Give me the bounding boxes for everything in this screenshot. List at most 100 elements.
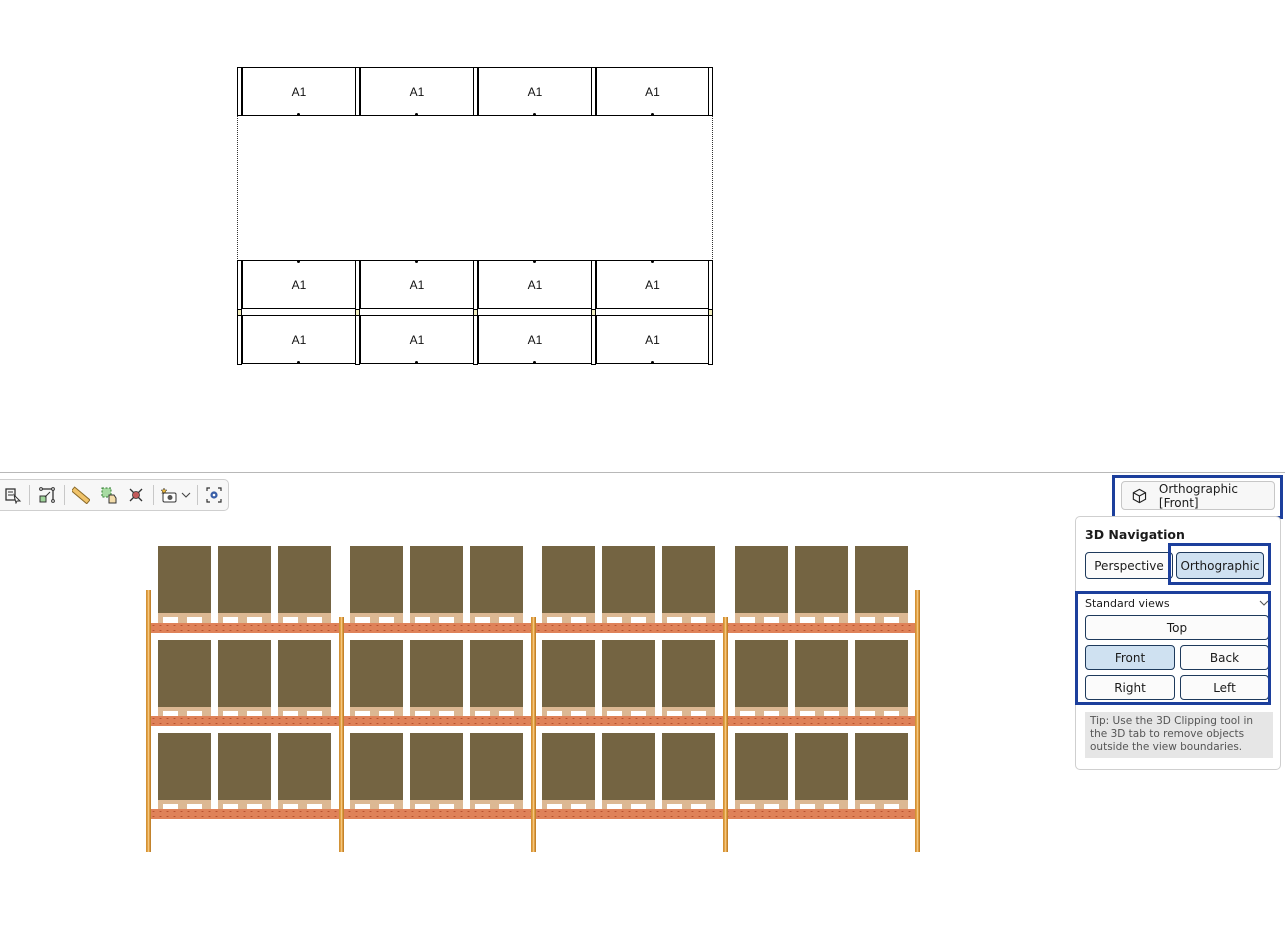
rack-upright	[339, 617, 344, 852]
pallet-opening	[667, 617, 682, 625]
pallet-opening	[860, 711, 875, 719]
bay-label: A1	[291, 332, 307, 347]
pallet-opening	[379, 711, 394, 719]
pallet-opening	[740, 617, 755, 625]
bay-label: A1	[409, 84, 425, 99]
view-left-button[interactable]: Left	[1180, 675, 1269, 700]
standard-views-label: Standard views	[1085, 597, 1170, 610]
pallet-opening	[187, 711, 202, 719]
load-box	[278, 733, 331, 800]
measure-tool-button[interactable]	[71, 483, 92, 507]
load-box	[795, 640, 848, 707]
load-box	[278, 640, 331, 707]
copy-tool-button[interactable]	[98, 483, 119, 507]
pallet-opening	[247, 804, 262, 812]
pallet-opening	[607, 711, 622, 719]
bay-middle-2[interactable]: A1	[360, 260, 474, 309]
pallet	[735, 613, 788, 625]
dimension-tool-button[interactable]	[36, 483, 57, 507]
view-toolbar	[0, 479, 229, 511]
load-box	[218, 546, 271, 613]
pallet-opening	[163, 804, 178, 812]
pallet-opening	[740, 804, 755, 812]
pallet-opening	[547, 617, 562, 625]
view-splitter[interactable]	[0, 472, 1285, 473]
toolbar-separator	[196, 485, 198, 505]
anchor-dot	[651, 260, 654, 263]
pallet-opening	[475, 711, 490, 719]
pallet-opening	[415, 617, 430, 625]
pallet-opening	[475, 617, 490, 625]
pallet	[410, 613, 463, 625]
bay-bottom-4[interactable]: A1	[596, 315, 709, 364]
anchor-dot	[651, 113, 654, 116]
pallet	[795, 613, 848, 625]
load-box	[542, 733, 595, 800]
load-box	[542, 546, 595, 613]
snapshot-dropdown-button[interactable]	[160, 483, 191, 507]
3d-viewport[interactable]	[0, 473, 1070, 939]
view-mode-label: Orthographic [Front]	[1158, 481, 1238, 510]
select-tool-button[interactable]	[2, 483, 23, 507]
pallet	[542, 613, 595, 625]
bay-middle-4[interactable]: A1	[596, 260, 709, 309]
bay-bottom-3[interactable]: A1	[478, 315, 592, 364]
row-spacer	[237, 309, 242, 316]
pallet-opening	[307, 617, 322, 625]
dimension-icon	[39, 487, 55, 503]
bay-label: A1	[527, 84, 543, 99]
toolbar-separator	[152, 485, 154, 505]
rack-upright	[531, 617, 536, 852]
pallet-opening	[764, 617, 779, 625]
aisle-area	[237, 116, 713, 261]
pallet-opening	[631, 804, 646, 812]
pallet	[350, 613, 403, 625]
bay-bottom-2[interactable]: A1	[360, 315, 474, 364]
plan-view-canvas[interactable]: A1 A1 A1 A1 A1 A1 A1 A1 A1 A1 A1 A1	[0, 0, 1285, 472]
bay-top-1[interactable]: A1	[242, 67, 356, 116]
bay-top-3[interactable]: A1	[478, 67, 592, 116]
focus-target-icon	[206, 487, 222, 503]
anchor-dot	[533, 113, 536, 116]
anchor-dot	[651, 361, 654, 364]
bay-middle-1[interactable]: A1	[242, 260, 356, 309]
pallet-opening	[247, 711, 262, 719]
bay-label: A1	[527, 277, 543, 292]
view-right-button[interactable]: Right	[1085, 675, 1175, 700]
chevron-down-icon[interactable]	[1259, 599, 1269, 607]
zoom-extents-button[interactable]	[204, 483, 225, 507]
row-spacer	[708, 309, 713, 316]
pallet-opening	[355, 711, 370, 719]
load-box	[470, 640, 523, 707]
bay-label: A1	[645, 332, 660, 347]
orthographic-button[interactable]: Orthographic	[1176, 552, 1264, 579]
pallet-opening	[884, 711, 899, 719]
pallet-opening	[499, 804, 514, 812]
bay-top-4[interactable]: A1	[596, 67, 709, 116]
view-top-button[interactable]: Top	[1085, 615, 1269, 640]
load-box	[350, 640, 403, 707]
bay-bottom-1[interactable]: A1	[242, 315, 356, 364]
delete-tool-button[interactable]	[125, 483, 146, 507]
pallet-opening	[860, 617, 875, 625]
pallet-opening	[691, 804, 706, 812]
bay-top-2[interactable]: A1	[360, 67, 474, 116]
pallet-opening	[187, 804, 202, 812]
view-back-button[interactable]: Back	[1180, 645, 1269, 670]
perspective-button[interactable]: Perspective	[1085, 552, 1173, 579]
pallet-opening	[571, 711, 586, 719]
load-box	[470, 733, 523, 800]
upright	[355, 67, 360, 116]
pallet-opening	[800, 711, 815, 719]
view-mode-button[interactable]: Orthographic [Front]	[1121, 481, 1275, 510]
load-box	[735, 546, 788, 613]
bay-middle-3[interactable]: A1	[478, 260, 592, 309]
pallet-opening	[283, 711, 298, 719]
pallet-opening	[547, 711, 562, 719]
pallet-opening	[631, 617, 646, 625]
view-front-button[interactable]: Front	[1085, 645, 1175, 670]
pallet-opening	[571, 804, 586, 812]
anchor-dot	[415, 260, 418, 263]
pallet	[662, 613, 715, 625]
pallet-opening	[740, 711, 755, 719]
